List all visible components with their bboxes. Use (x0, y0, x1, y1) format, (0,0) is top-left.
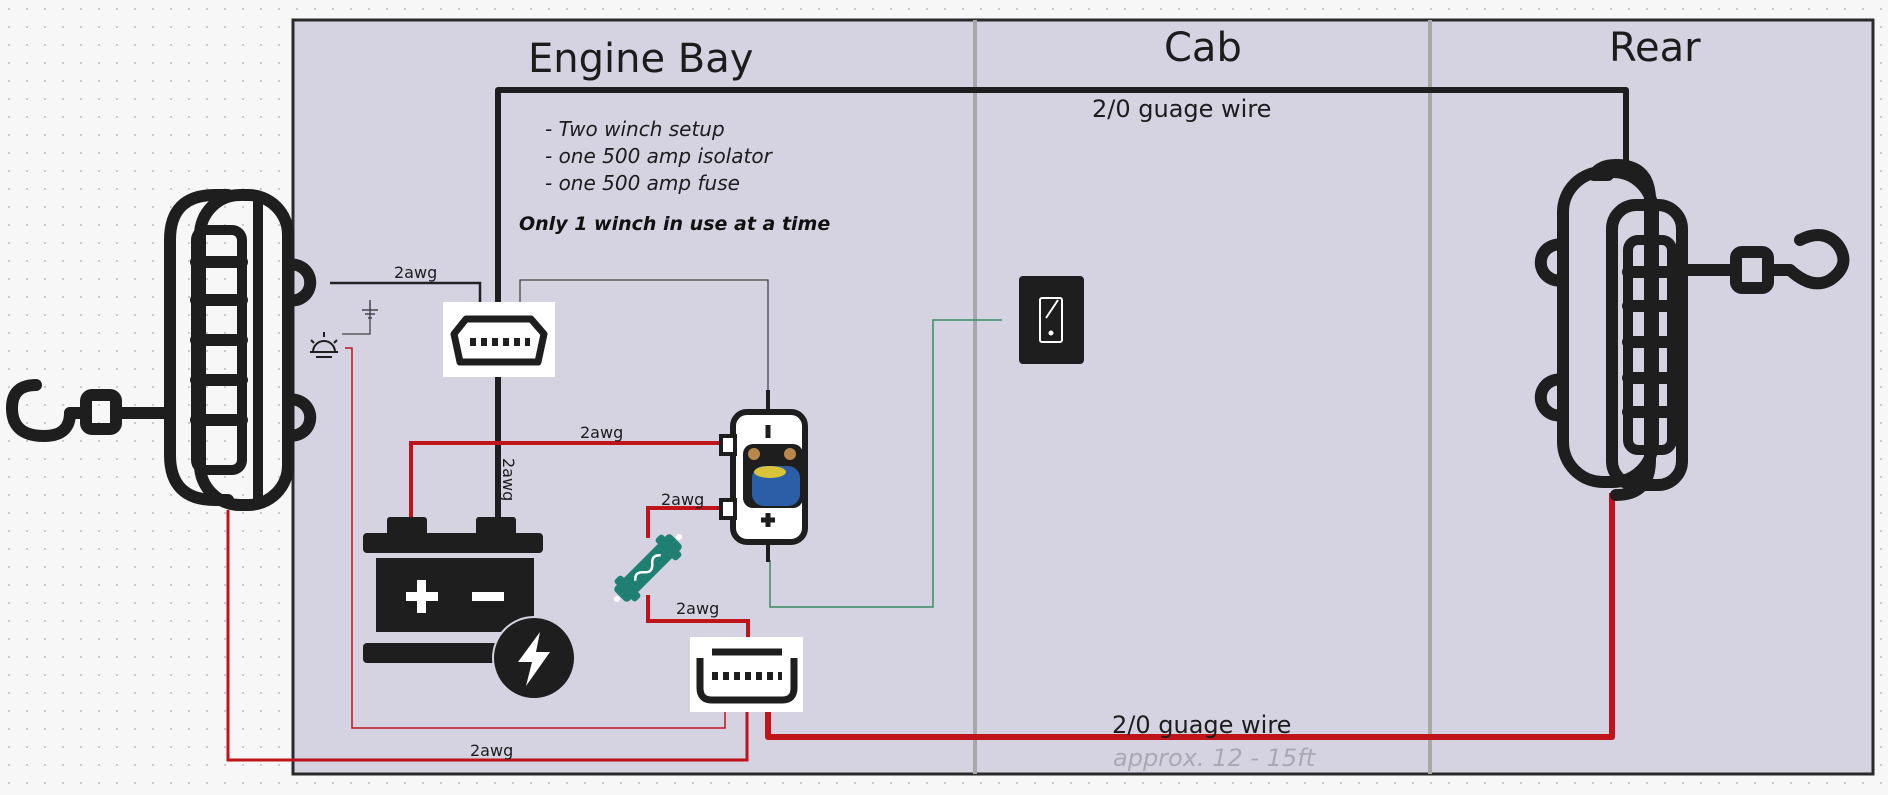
battery-charge-icon (363, 517, 576, 700)
red-wire-battery-solenoid (409, 441, 733, 520)
note-two-winch: - Two winch setup (545, 117, 725, 141)
label-awg-bottom-loop: 2awg (470, 741, 513, 760)
label-awg-battery-solenoid: 2awg (580, 423, 623, 442)
connector-bottom-icon (690, 637, 803, 712)
ground-wire (342, 318, 371, 335)
red-wire-fuse-connector (646, 595, 750, 640)
label-awg-front-winch: 2awg (394, 263, 437, 282)
rocker-switch-icon (1019, 276, 1084, 364)
light-icon (310, 332, 338, 358)
fuse-icon (613, 533, 683, 603)
label-top-main-wire: 2/0 guage wire (1092, 95, 1271, 123)
label-bottom-length: approx. 12 - 15ft (1113, 744, 1317, 772)
label-awg-vertical: 2awg (499, 458, 518, 501)
rear-winch-icon (1534, 159, 1850, 501)
thin-red-light-wire (345, 347, 726, 729)
note-isolator: - one 500 amp isolator (545, 144, 774, 168)
zone-title-engine-bay: Engine Bay (528, 36, 753, 82)
note-fuse: - one 500 amp fuse (545, 171, 740, 195)
ground-icon (362, 300, 378, 319)
label-awg-fuse-connector: 2awg (676, 599, 719, 618)
red-wire-solenoid-fuse (646, 506, 733, 538)
isolator-solenoid-icon (719, 409, 808, 545)
green-switch-wire (769, 319, 1002, 608)
front-winch-icon (6, 189, 317, 511)
zone-title-cab: Cab (1164, 25, 1242, 71)
zone-title-rear: Rear (1609, 25, 1701, 71)
red-wire-front-winch-loop (226, 510, 749, 762)
red-wire-main-rear (765, 493, 1615, 740)
note-one-winch: Only 1 winch in use at a time (519, 213, 830, 235)
thin-control-wire (519, 279, 769, 395)
label-bottom-main-wire: 2/0 guage wire (1112, 711, 1291, 739)
label-awg-solenoid-fuse: 2awg (661, 490, 704, 509)
wire-front-winch-2awg (330, 281, 482, 302)
connector-top-icon (443, 302, 555, 377)
